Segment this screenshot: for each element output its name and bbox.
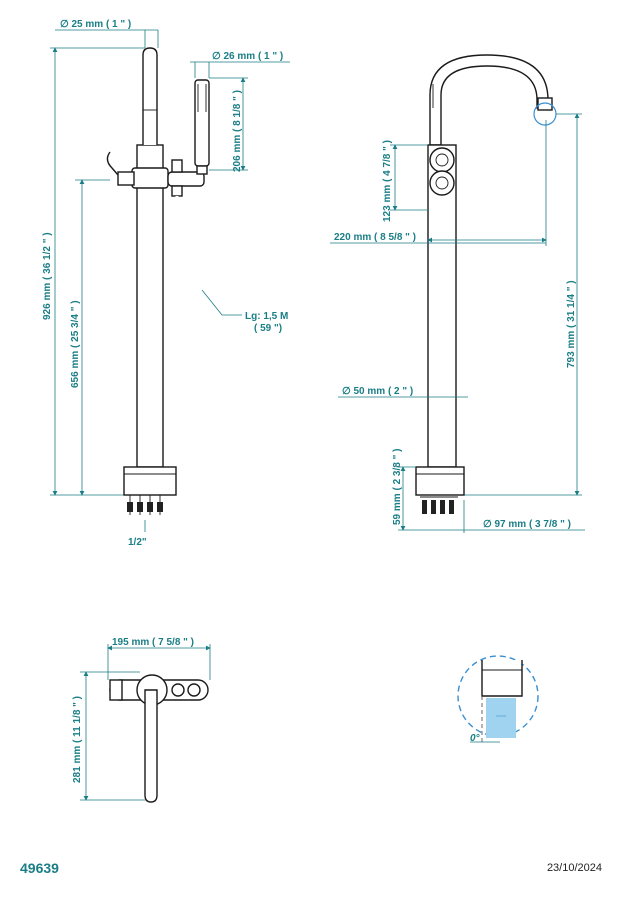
hose-length-label: Lg: 1,5 M [245,311,288,322]
top-view: 195 mm ( 7 5/8 " ) 281 mm ( 11 1/8 " ) [72,637,211,803]
dim-top-dia: ∅ 25 mm ( 1 " ) [60,19,131,30]
water-jet [486,698,516,738]
dim-base-dia: ∅ 97 mm ( 3 7/8 " ) [483,519,571,530]
drawing-date: 23/10/2024 [546,862,602,874]
front-view: ∅ 25 mm ( 1 " ) 926 mm ( 36 1/2 " ) 656 … [42,19,290,548]
dim-shower-dia: ∅ 26 mm ( 1 " ) [212,51,283,62]
dim-total-height: 926 mm ( 36 1/2 " ) [42,232,53,320]
dim-body-dia: ∅ 50 mm ( 2 " ) [342,386,413,397]
detail-angle: 0° [470,733,481,744]
dim-reach: 220 mm ( 8 5/8 " ) [334,232,416,243]
side-base [415,466,465,496]
spout [429,54,549,146]
lever [117,171,135,186]
dim-spout-height: 656 mm ( 25 3/4 " ) [70,300,81,388]
top-spout [144,689,158,803]
detail-view: 0° [457,655,539,745]
control-knob-bottom [429,170,455,196]
side-body [427,144,457,468]
dim-control-height: 123 mm ( 4 7/8 " ) [382,140,393,222]
dim-inlet: 1/2" [128,537,147,548]
product-code: 49639 [20,860,59,876]
inlet-connectors [127,495,163,515]
dim-top-depth: 281 mm ( 11 1/8 " ) [72,696,83,783]
dim-base-height: 59 mm ( 2 3/8 " ) [392,449,403,525]
dim-top-width: 195 mm ( 7 5/8 " ) [112,637,194,648]
mixer-column [136,144,164,468]
upper-pipe [142,47,158,145]
side-view: 123 mm ( 4 7/8 " ) 220 mm ( 8 5/8 " ) 79… [330,54,585,533]
control-knob-top [429,147,455,173]
hose-length-inch: ( 59 ") [254,323,282,334]
dim-handshower-length: 206 mm ( 8 1/8 " ) [232,90,243,172]
side-connectors [420,496,458,514]
hose [176,190,203,486]
base [123,466,177,496]
dim-spout-height-side: 793 mm ( 31 1/4 " ) [566,280,577,368]
hand-shower [194,79,210,167]
